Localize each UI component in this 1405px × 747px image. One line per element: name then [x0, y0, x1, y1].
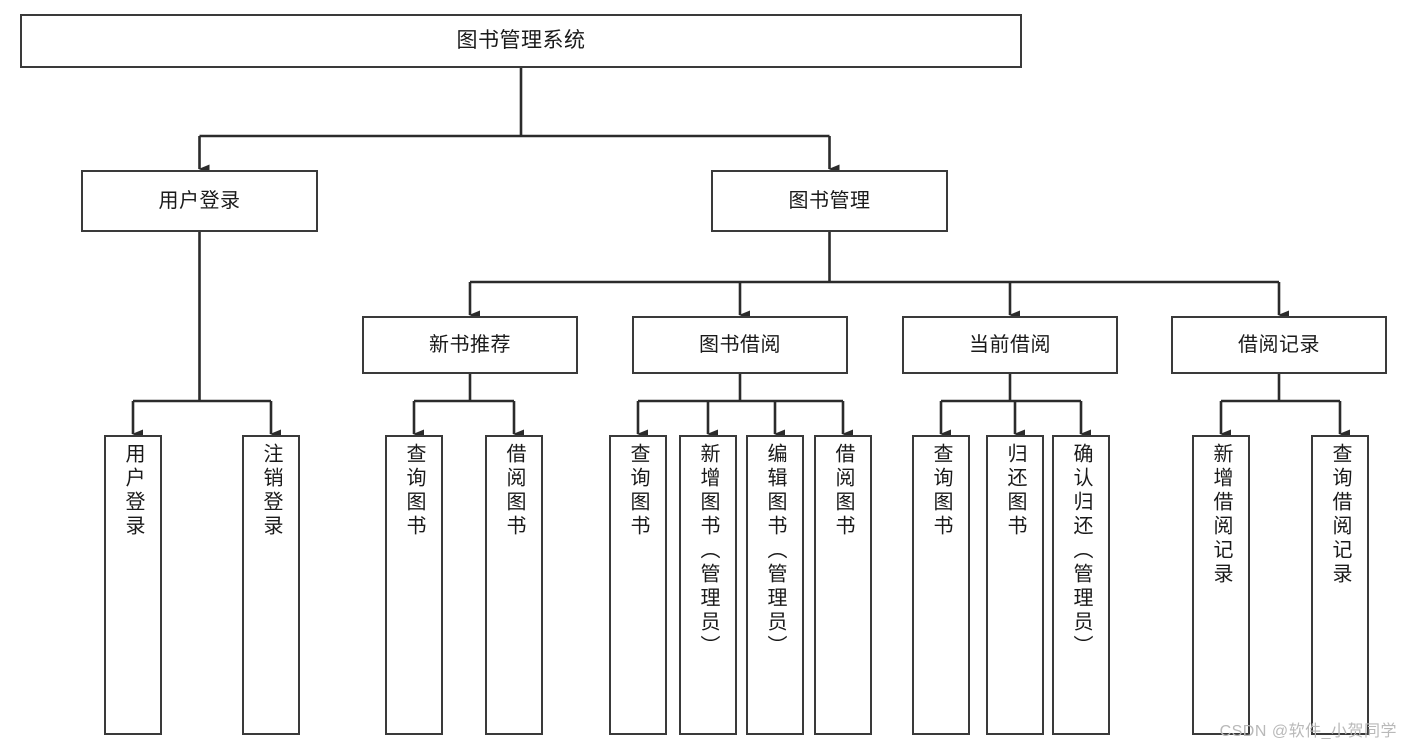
node-borrowing-records[interactable]: 借阅记录: [1171, 316, 1387, 374]
leaf-borrow-book[interactable]: 借阅图书: [814, 435, 872, 735]
node-current-borrowing[interactable]: 当前借阅: [902, 316, 1118, 374]
node-label: 借阅图书: [832, 443, 854, 539]
leaf-user-logout[interactable]: 注销登录: [242, 435, 300, 735]
node-label: 新书推荐: [429, 333, 511, 356]
leaf-return-book[interactable]: 归还图书: [986, 435, 1044, 735]
node-label: 查询图书: [930, 443, 952, 539]
node-label: 归还图书: [1004, 443, 1026, 539]
node-label: 用户登录: [158, 189, 241, 212]
leaf-user-login[interactable]: 用户登录: [104, 435, 162, 735]
node-book-borrowing[interactable]: 图书借阅: [632, 316, 848, 374]
leaf-query-borrow-record[interactable]: 查询借阅记录: [1311, 435, 1369, 735]
node-label: 编辑图书（管理员）: [764, 443, 786, 659]
node-user-login[interactable]: 用户登录: [81, 170, 318, 232]
node-label: 确认归还（管理员）: [1070, 443, 1092, 659]
node-label: 查询图书: [403, 443, 425, 539]
leaf-query-book-current[interactable]: 查询图书: [912, 435, 970, 735]
node-label: 新增图书（管理员）: [697, 443, 719, 659]
node-book-management[interactable]: 图书管理: [711, 170, 948, 232]
node-new-book-recommend[interactable]: 新书推荐: [362, 316, 578, 374]
leaf-add-borrow-record[interactable]: 新增借阅记录: [1192, 435, 1250, 735]
node-book-management-system[interactable]: 图书管理系统: [20, 14, 1022, 68]
node-label: 当前借阅: [969, 333, 1051, 356]
node-label: 图书借阅: [699, 333, 781, 356]
node-label: 新增借阅记录: [1210, 443, 1232, 587]
watermark-text: CSDN @软件_小贺同学: [1219, 723, 1397, 740]
leaf-query-book-borrowing[interactable]: 查询图书: [609, 435, 667, 735]
node-label: 借阅图书: [503, 443, 525, 539]
node-label: 查询借阅记录: [1329, 443, 1351, 587]
leaf-query-book-recommend[interactable]: 查询图书: [385, 435, 443, 735]
leaf-add-book-admin[interactable]: 新增图书（管理员）: [679, 435, 737, 735]
node-label: 图书管理: [788, 189, 871, 212]
leaf-borrow-book-recommend[interactable]: 借阅图书: [485, 435, 543, 735]
node-label: 查询图书: [627, 443, 649, 539]
leaf-confirm-return-admin[interactable]: 确认归还（管理员）: [1052, 435, 1110, 735]
node-label: 注销登录: [260, 443, 282, 539]
node-label: 用户登录: [122, 443, 144, 539]
leaf-edit-book-admin[interactable]: 编辑图书（管理员）: [746, 435, 804, 735]
node-label: 图书管理系统: [456, 28, 586, 52]
node-label: 借阅记录: [1238, 333, 1320, 356]
